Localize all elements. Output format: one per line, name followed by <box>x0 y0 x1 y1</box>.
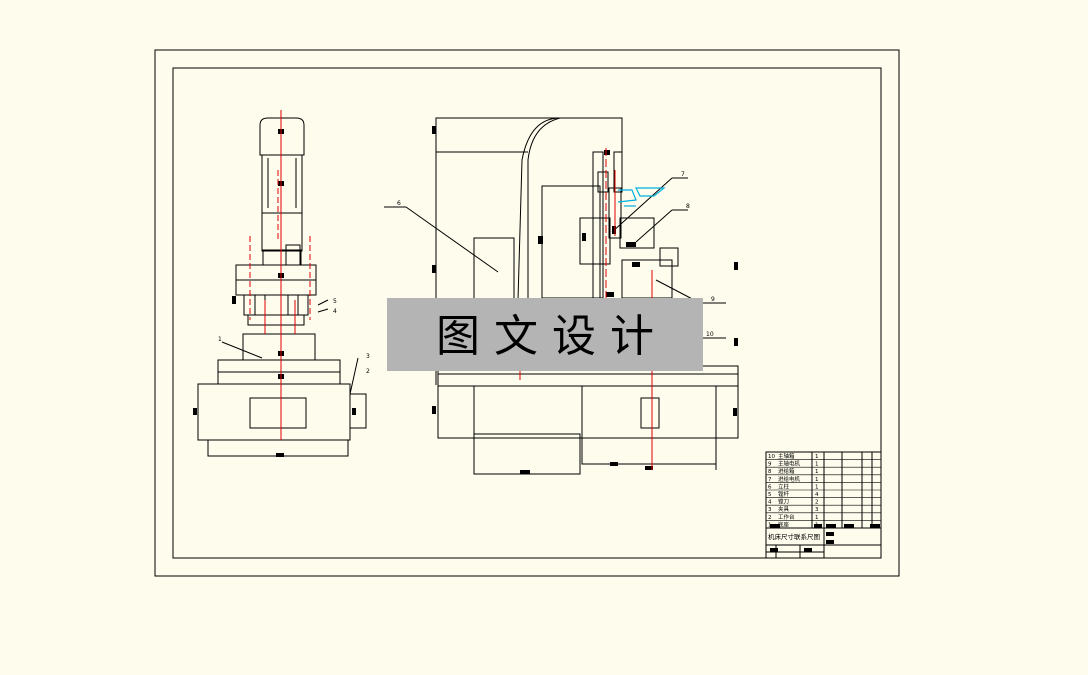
parts-row-number: 10 <box>768 454 775 460</box>
parts-row-name: 镗杆 <box>778 490 790 498</box>
parts-row-qty: 4 <box>815 492 819 498</box>
parts-row-name: 进给电机 <box>778 475 801 483</box>
callout-9: 9 <box>711 296 715 303</box>
callout-4: 4 <box>333 308 337 315</box>
title-block-marks <box>770 524 880 552</box>
parts-row-number: 2 <box>768 515 772 521</box>
parts-row-name: 镗刀 <box>778 498 789 506</box>
parts-row-number: 1 <box>768 522 772 528</box>
parts-row-name: 主轴电机 <box>778 460 801 468</box>
front-view-marks <box>432 126 738 474</box>
drawing-title: 机床尺寸联系尺图 <box>768 532 820 541</box>
parts-row-qty: 1 <box>815 484 819 490</box>
front-view-callouts: 6 7 8 9 10 <box>397 171 715 338</box>
sheet-border <box>154 49 900 577</box>
callout-7: 7 <box>681 171 685 178</box>
parts-row-name: 工作台 <box>778 513 795 521</box>
parts-row-qty: 1 <box>815 469 819 475</box>
parts-row-qty: 1 <box>815 462 819 468</box>
callout-8: 8 <box>686 203 690 210</box>
parts-row-number: 3 <box>768 507 772 513</box>
callout-6: 6 <box>397 200 401 207</box>
parts-row-name: 主轴箱 <box>778 452 795 460</box>
parts-row-number: 5 <box>768 492 772 498</box>
parts-row-number: 7 <box>768 477 772 483</box>
accent-funnel <box>617 187 666 207</box>
parts-row-qty: 1 <box>815 477 819 483</box>
parts-row-qty: 2 <box>815 500 819 506</box>
callout-10: 10 <box>706 331 714 338</box>
parts-row-name: 底座 <box>778 520 790 528</box>
callout-2: 2 <box>366 368 370 375</box>
side-view-callouts: 1 2 3 4 5 <box>218 298 370 375</box>
parts-row-number: 4 <box>768 500 772 506</box>
callout-5: 5 <box>333 298 337 305</box>
front-view <box>384 117 739 475</box>
parts-row-name: 进给箱 <box>778 467 795 475</box>
parts-row-name: 夹具 <box>778 505 790 513</box>
parts-row-number: 9 <box>768 462 772 468</box>
parts-row-qty: 1 <box>815 515 819 521</box>
callout-1: 1 <box>218 336 222 343</box>
parts-row-qty: 3 <box>815 507 819 513</box>
parts-row-number: 8 <box>768 469 772 475</box>
side-view-centerlines <box>249 110 311 440</box>
side-view-marks <box>193 129 356 457</box>
parts-row-qty: 1 <box>815 454 819 460</box>
callout-3: 3 <box>366 353 370 360</box>
watermark: 图 文 设 计 <box>387 298 703 371</box>
watermark-text: 图 文 设 计 <box>436 311 654 362</box>
parts-row-number: 6 <box>768 484 772 490</box>
parts-row-name: 立柱 <box>778 482 790 490</box>
side-view <box>197 117 367 457</box>
